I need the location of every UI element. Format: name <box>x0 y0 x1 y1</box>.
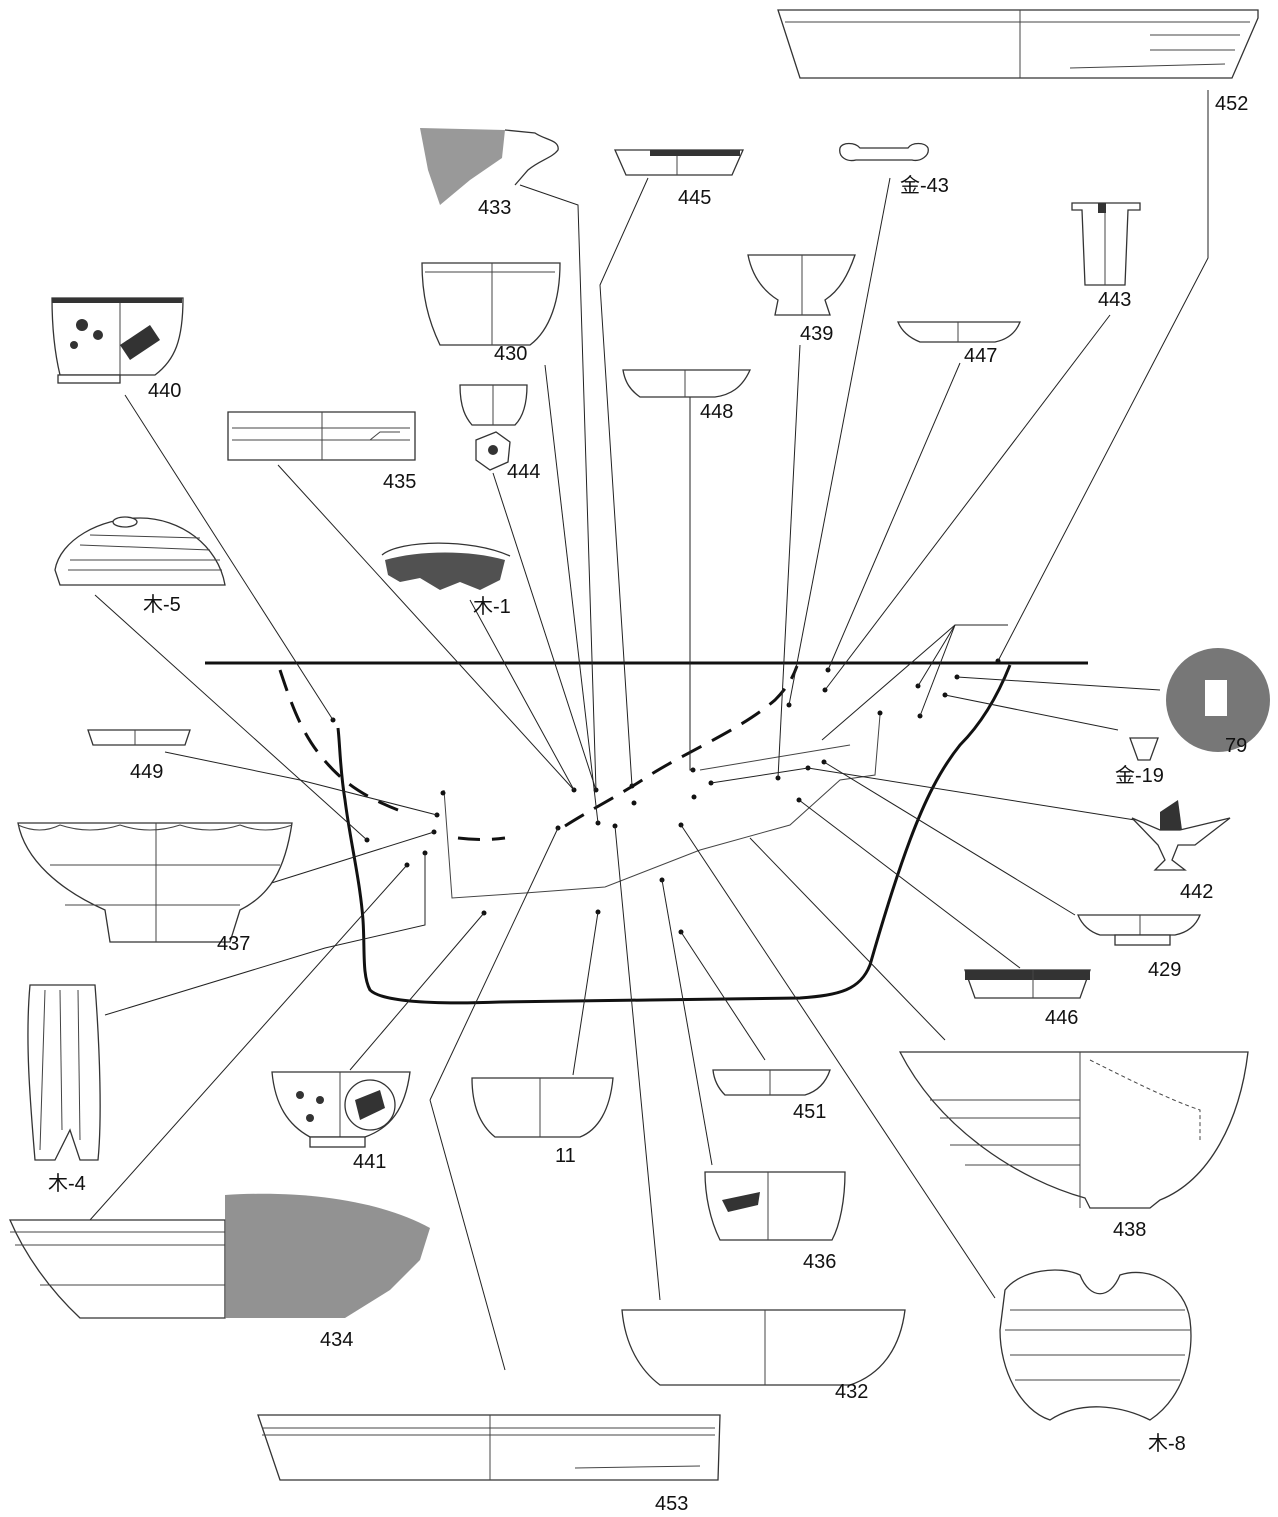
artifact-labels: 452 433 445 金-43 443 430 439 447 440 448… <box>48 93 1248 1515</box>
artifact-kin19 <box>1129 737 1159 761</box>
artifact-445 <box>614 149 744 176</box>
section-line <box>443 714 881 899</box>
artifact-moku8 <box>999 1269 1192 1421</box>
label-429: 429 <box>1148 959 1181 981</box>
label-moku5: 木-5 <box>143 593 181 616</box>
label-449: 449 <box>130 761 163 783</box>
label-437: 437 <box>217 933 250 955</box>
artifact-437 <box>17 822 293 943</box>
artifact-442 <box>1131 800 1231 871</box>
label-443: 443 <box>1098 289 1131 311</box>
label-445: 445 <box>678 187 711 209</box>
pit-plan <box>205 658 1088 1005</box>
artifact-435 <box>227 411 416 461</box>
artifact-kin43 <box>839 142 929 162</box>
artifact-moku1 <box>381 542 511 590</box>
label-436: 436 <box>803 1251 836 1273</box>
label-433: 433 <box>478 197 511 219</box>
artifact-432 <box>621 1309 906 1386</box>
artifact-429 <box>1077 914 1201 946</box>
pit-outline <box>336 664 1012 1005</box>
label-440: 440 <box>148 380 181 402</box>
label-442: 442 <box>1180 881 1213 903</box>
artifact-440 <box>51 297 184 384</box>
label-79: 79 <box>1225 735 1247 757</box>
label-441: 441 <box>353 1151 386 1173</box>
artifact-79 <box>1166 648 1270 752</box>
artifact-448 <box>622 369 752 398</box>
label-moku1: 木-1 <box>473 595 511 618</box>
pit-dashed-right <box>564 665 799 828</box>
artifact-443 <box>1071 202 1141 286</box>
label-447: 447 <box>964 345 997 367</box>
artifact-451 <box>712 1069 831 1096</box>
artifact-452 <box>777 9 1259 79</box>
artifact-449 <box>87 729 191 746</box>
label-444: 444 <box>507 461 540 483</box>
artifact-438 <box>898 1051 1249 1209</box>
label-453: 453 <box>655 1493 688 1515</box>
artifact-447 <box>897 321 1021 343</box>
label-439: 439 <box>800 323 833 345</box>
label-kin43: 金-43 <box>900 174 949 197</box>
label-452: 452 <box>1215 93 1248 115</box>
artifact-430 <box>421 262 561 346</box>
label-446: 446 <box>1045 1007 1078 1029</box>
artifact-446 <box>964 969 1091 999</box>
artifact-444 <box>459 384 528 471</box>
artifact-433 <box>420 128 559 205</box>
artifact-439 <box>747 254 856 316</box>
pit-dashed-inner <box>457 836 506 841</box>
label-kin19: 金-19 <box>1115 764 1164 787</box>
label-448: 448 <box>700 401 733 423</box>
artifact-moku4 <box>27 984 101 1161</box>
find-spots <box>330 658 1001 935</box>
leader-lines <box>89 90 1209 1371</box>
artifact-436 <box>704 1171 846 1241</box>
label-434: 434 <box>320 1329 353 1351</box>
label-moku4: 木-4 <box>48 1172 86 1195</box>
label-moku8: 木-8 <box>1148 1432 1186 1455</box>
label-438: 438 <box>1113 1219 1146 1241</box>
artifact-453 <box>257 1414 721 1481</box>
label-451: 451 <box>793 1101 826 1123</box>
artifact-11 <box>471 1077 614 1138</box>
label-435: 435 <box>383 471 416 493</box>
artifact-441 <box>271 1071 411 1148</box>
artifact-434 <box>9 1193 430 1319</box>
artifact-moku5 <box>54 516 226 586</box>
label-432: 432 <box>835 1381 868 1403</box>
label-11: 11 <box>555 1145 576 1167</box>
label-430: 430 <box>494 343 527 365</box>
